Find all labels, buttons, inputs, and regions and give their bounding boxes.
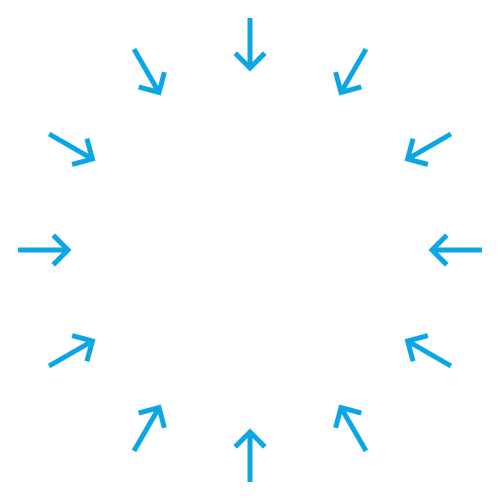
arrow-head xyxy=(138,404,167,429)
arrow-head xyxy=(233,428,267,449)
arrow-icon xyxy=(18,233,72,267)
arrow-shaft xyxy=(47,338,94,369)
arrow-icon xyxy=(333,404,369,453)
arrow-head xyxy=(51,233,72,267)
arrow-icon xyxy=(333,47,369,96)
arrow-icon xyxy=(404,131,453,167)
arrow-icon xyxy=(131,404,167,453)
arrow-shaft xyxy=(131,47,162,94)
arrow-icon xyxy=(47,333,96,369)
arrow-head xyxy=(138,71,167,96)
arrow-head xyxy=(428,233,449,267)
arrow-icon xyxy=(233,18,267,72)
arrow-shaft xyxy=(47,131,94,162)
arrow-head xyxy=(404,138,429,167)
arrow-head xyxy=(71,333,96,362)
arrow-icon xyxy=(404,333,453,369)
arrow-shaft xyxy=(338,47,369,94)
arrow-icon xyxy=(233,428,267,482)
arrow-shaft xyxy=(131,406,162,453)
arrow-icon xyxy=(47,131,96,167)
arrow-shaft xyxy=(406,338,453,369)
arrow-icon xyxy=(131,47,167,96)
arrow-head xyxy=(404,333,429,362)
arrow-shaft xyxy=(406,131,453,162)
arrow-head xyxy=(333,71,362,96)
arrow-head xyxy=(233,51,267,72)
arrow-shaft xyxy=(338,406,369,453)
arrow-head xyxy=(71,138,96,167)
arrow-head xyxy=(333,404,362,429)
arrow-icon xyxy=(428,233,482,267)
